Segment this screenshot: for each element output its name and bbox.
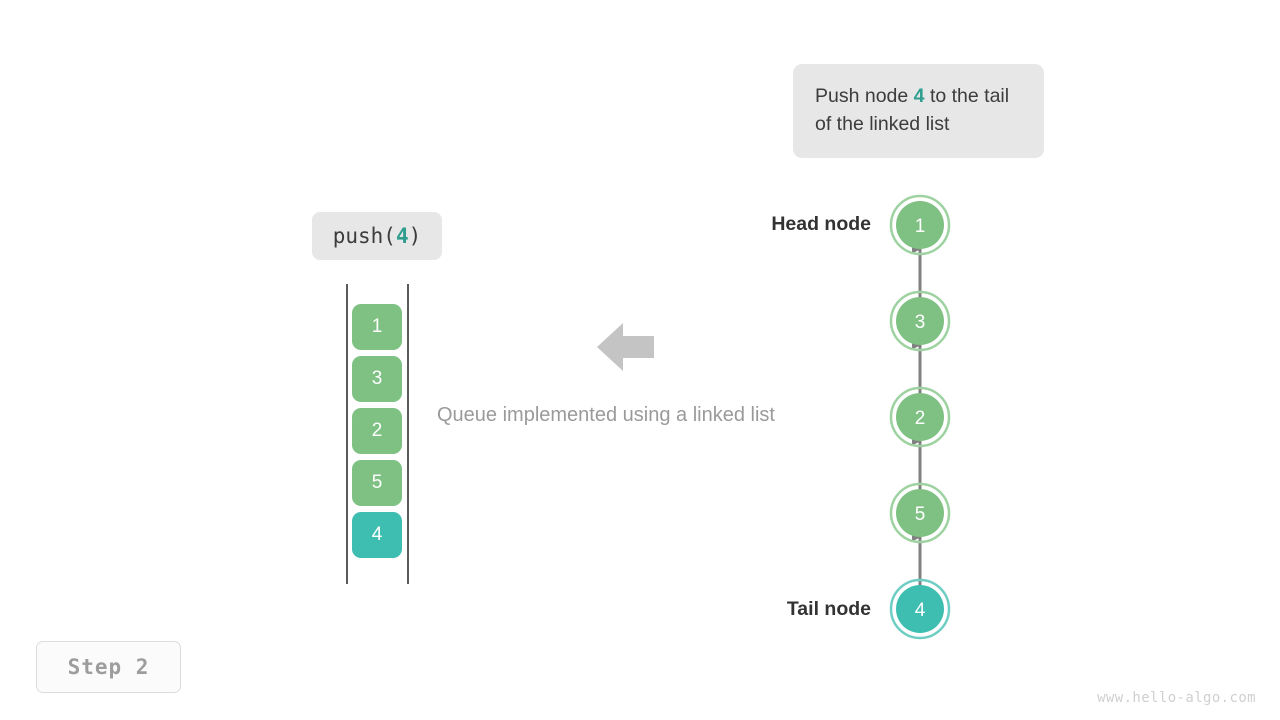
array-cell-list: 1 3 2 5 4 xyxy=(352,304,402,564)
linked-list-node-value: 2 xyxy=(915,408,926,429)
linked-list-node: 5 xyxy=(889,482,951,544)
linked-list-node: 2 xyxy=(889,386,951,448)
linked-list-node: 3 xyxy=(889,290,951,352)
operation-argument: 4 xyxy=(395,224,409,248)
linked-list-node: 1 xyxy=(889,194,951,256)
watermark: www.hello-algo.com xyxy=(1097,690,1256,706)
linked-list-diagram: 1 3 2 5 4 xyxy=(880,188,960,648)
array-rail-left xyxy=(346,284,348,584)
linked-list-node-value: 1 xyxy=(915,216,926,237)
array-cell-value: 5 xyxy=(371,472,383,493)
array-cell-value: 1 xyxy=(371,316,383,337)
array-cell: 2 xyxy=(352,408,402,454)
operation-chip-push: push(4) xyxy=(312,212,442,260)
array-cell-value: 3 xyxy=(371,368,383,389)
linked-list-node-highlight: 4 xyxy=(889,578,951,640)
array-view: 1 3 2 5 4 xyxy=(340,284,414,584)
callout-text-before: Push node xyxy=(815,85,914,107)
arrow-left-icon xyxy=(597,320,654,374)
array-cell: 1 xyxy=(352,304,402,350)
diagram-caption: Queue implemented using a linked list xyxy=(437,404,775,426)
array-cell-value: 4 xyxy=(371,524,383,545)
callout-highlight-value: 4 xyxy=(913,85,925,107)
array-cell-value: 2 xyxy=(371,420,383,441)
array-cell-highlight: 4 xyxy=(352,512,402,558)
array-cell: 5 xyxy=(352,460,402,506)
array-rail-right xyxy=(407,284,409,584)
callout-box: Push node 4 to the tail of the linked li… xyxy=(793,64,1044,158)
linked-list-node-value: 3 xyxy=(915,312,926,333)
step-badge: Step 2 xyxy=(36,641,181,693)
callout-text-after: to the tail of the linked list xyxy=(815,85,1010,135)
linked-list-node-value: 5 xyxy=(915,504,926,525)
operation-suffix: ) xyxy=(408,224,422,248)
tail-node-label: Tail node xyxy=(786,598,871,620)
array-cell: 3 xyxy=(352,356,402,402)
operation-prefix: push( xyxy=(332,224,396,248)
linked-list-node-value: 4 xyxy=(915,600,926,621)
head-node-label: Head node xyxy=(771,213,871,235)
